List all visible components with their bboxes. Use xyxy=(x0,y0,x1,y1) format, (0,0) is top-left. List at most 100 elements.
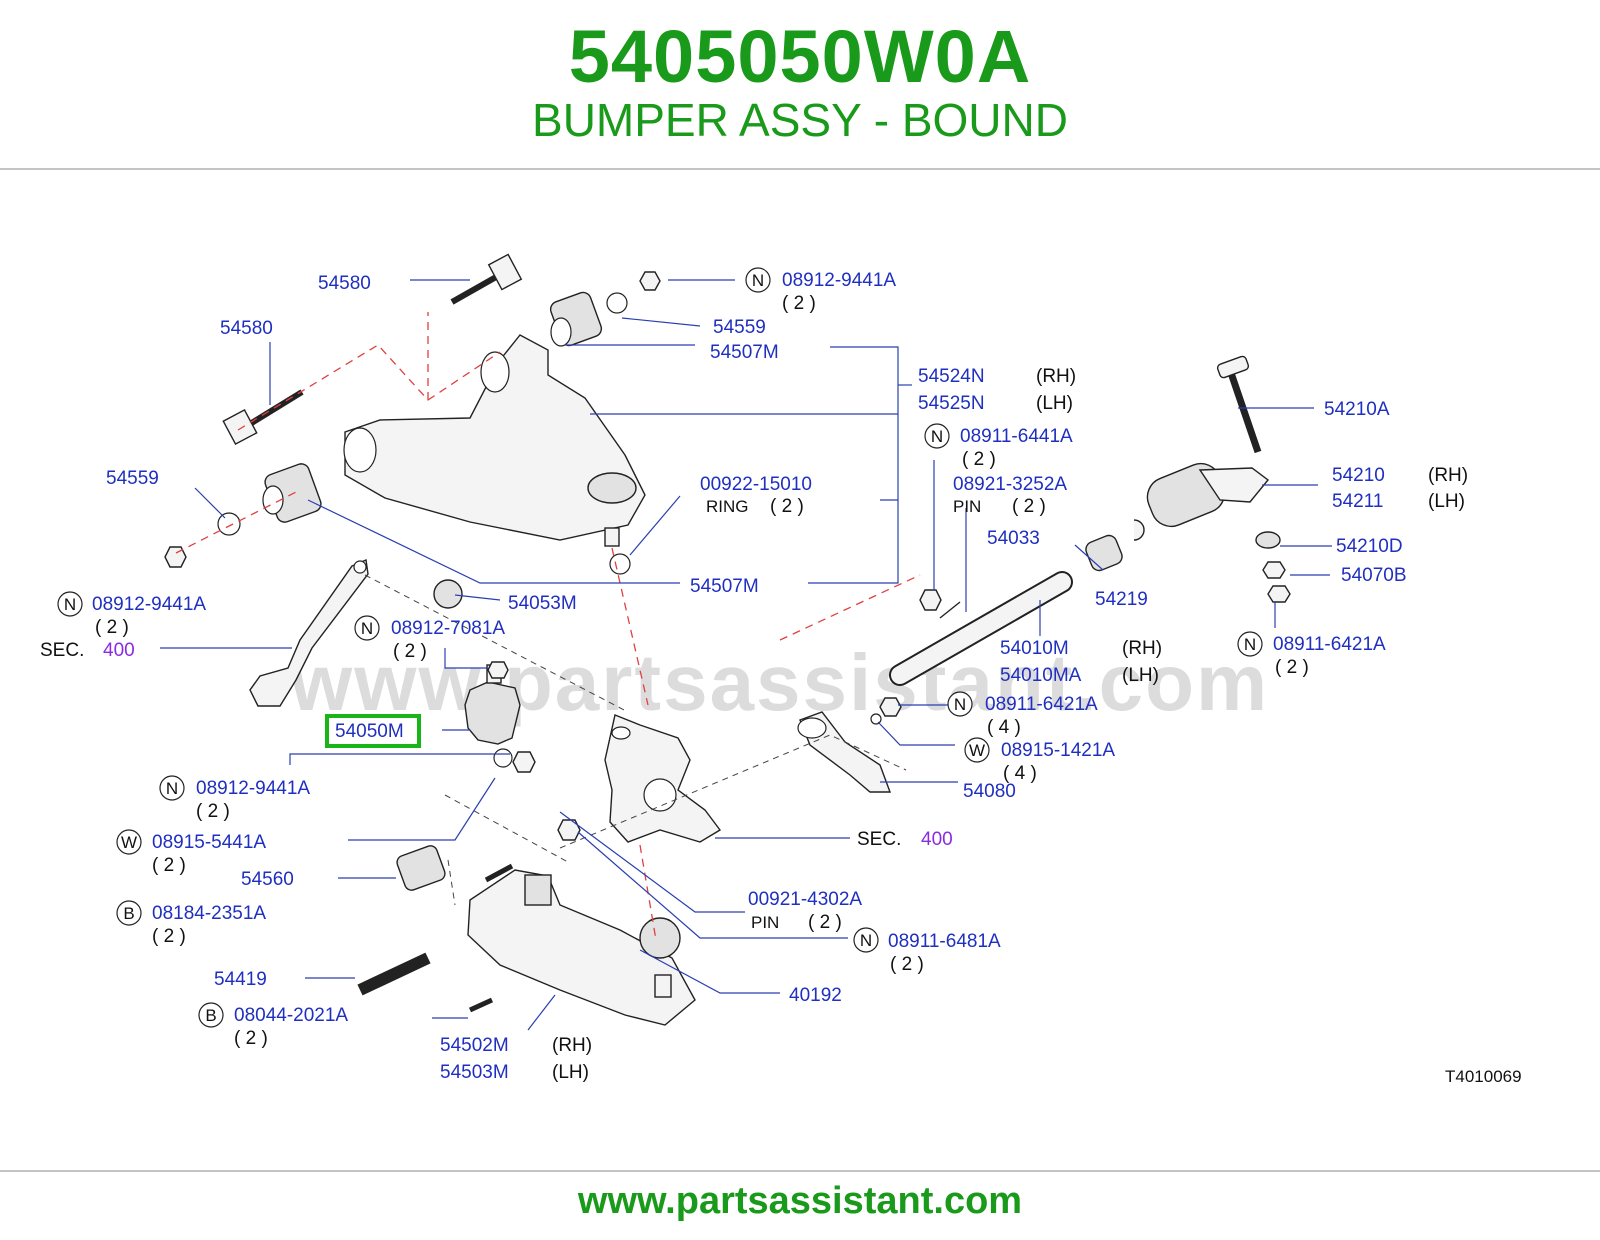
label-54210A[interactable]: 54210A xyxy=(1324,399,1390,420)
lower-washer xyxy=(493,748,513,768)
anchor-bolt-head xyxy=(1216,355,1250,379)
label-54210[interactable]: 54210 xyxy=(1332,465,1385,486)
nut-front xyxy=(164,546,187,568)
label-54050M-selected[interactable]: 54050M xyxy=(335,721,404,742)
sec-number-right[interactable]: 400 xyxy=(921,829,953,850)
label-54080[interactable]: 54080 xyxy=(963,781,1016,802)
label-54010M[interactable]: 54010M xyxy=(1000,638,1069,659)
lower-pivot-shaft-54419 xyxy=(357,952,431,996)
label-54070B[interactable]: 54070B xyxy=(1341,565,1407,586)
nut-08911-6441A xyxy=(919,589,942,611)
prefix-n-4-letter: N xyxy=(361,619,373,638)
label-08911-6481A[interactable]: 08911-6481A xyxy=(888,931,1001,952)
label-54419[interactable]: 54419 xyxy=(214,969,267,990)
label-00921-4302A[interactable]: 00921-4302A xyxy=(748,889,862,910)
label-54053M[interactable]: 54053M xyxy=(508,593,577,614)
prefix-n-2 xyxy=(924,423,950,449)
label-08911-6421A-right[interactable]: 08911-6421A xyxy=(1273,634,1386,655)
label-54580-top[interactable]: 54580 xyxy=(318,273,371,294)
side-54502M: (RH) xyxy=(552,1035,592,1056)
qty-08911-6481A: ( 2 ) xyxy=(890,954,924,975)
label-54559-front[interactable]: 54559 xyxy=(106,468,159,489)
label-08911-6441A[interactable]: 08911-6441A xyxy=(960,426,1073,447)
lower-bolt-08044 xyxy=(468,997,494,1013)
prefix-w-2-letter: W xyxy=(121,833,137,852)
diagram-code: T4010069 xyxy=(1445,1067,1522,1086)
label-08044-2021A[interactable]: 08044-2021A xyxy=(234,1005,348,1026)
label-08911-6421A-center[interactable]: 08911-6421A xyxy=(985,694,1098,715)
prefix-b-1 xyxy=(116,900,142,926)
label-08915-1421A[interactable]: 08915-1421A xyxy=(1001,740,1115,761)
highlight-box-54050M xyxy=(325,714,421,748)
stabilizer-arm xyxy=(249,558,369,707)
anchor-cap-54210D xyxy=(1255,531,1281,549)
label-54219[interactable]: 54219 xyxy=(1095,589,1148,610)
sec-prefix-left: SEC. xyxy=(40,640,84,661)
label-00922-15010[interactable]: 00922-15010 xyxy=(700,474,812,495)
label-54559-rear[interactable]: 54559 xyxy=(713,317,766,338)
prefix-n-7-letter: N xyxy=(166,779,178,798)
part-drawings xyxy=(164,253,1291,1026)
upper-ball-joint xyxy=(587,472,637,504)
lower-nut-08912 xyxy=(512,751,536,773)
part-labels: 54580 08912-9441A ( 2 ) 54559 54580 5450… xyxy=(40,270,1522,1086)
label-08921-3252A[interactable]: 08921-3252A xyxy=(953,474,1067,495)
prefix-n-1 xyxy=(745,267,771,293)
rebound-bumper-54053M xyxy=(433,579,463,609)
stabilizer-arm-eye xyxy=(353,560,367,574)
label-08184-2351A[interactable]: 08184-2351A xyxy=(152,903,266,924)
label-54211[interactable]: 54211 xyxy=(1332,491,1383,512)
label-54033[interactable]: 54033 xyxy=(987,528,1040,549)
lower-bolt-08184 xyxy=(484,863,514,883)
nut-08911-6481A xyxy=(557,819,581,841)
upper-bushing-rear-bore xyxy=(550,317,572,347)
label-54210D[interactable]: 54210D xyxy=(1336,536,1403,557)
bumper-nut xyxy=(487,661,509,679)
torsion-anchor-head xyxy=(1198,467,1270,503)
upper-control-arm xyxy=(344,334,646,541)
label-40192[interactable]: 40192 xyxy=(789,985,842,1006)
nut-rear xyxy=(639,271,661,291)
washer-08915-1421A xyxy=(870,713,882,725)
label-54525N[interactable]: 54525N xyxy=(918,393,985,414)
side-54525N: (LH) xyxy=(1036,393,1073,414)
prefix-w-1-letter: W xyxy=(969,741,985,760)
prefix-w-2 xyxy=(116,829,142,855)
label-08912-9441A-top[interactable]: 08912-9441A xyxy=(782,270,896,291)
label-54010MA[interactable]: 54010MA xyxy=(1000,665,1082,686)
label-54503M[interactable]: 54503M xyxy=(440,1062,509,1083)
label-08912-9441A-left[interactable]: 08912-9441A xyxy=(92,594,206,615)
desc-00921-4302A: PIN xyxy=(751,913,779,932)
label-54560[interactable]: 54560 xyxy=(241,869,294,890)
prefix-n-6-letter: N xyxy=(954,695,966,714)
sec-number-left[interactable]: 400 xyxy=(103,640,135,661)
footer-website-link[interactable]: www.partsassistant.com xyxy=(577,1180,1023,1222)
label-54507M-bottom[interactable]: 54507M xyxy=(690,576,759,597)
side-54210: (RH) xyxy=(1428,465,1468,486)
torque-arm-eye xyxy=(797,717,827,739)
knuckle-hub xyxy=(643,778,677,812)
washer-front xyxy=(217,512,241,536)
snap-ring-54219 xyxy=(1133,519,1145,541)
qty-08915-5441A: ( 2 ) xyxy=(152,855,186,876)
label-08912-7081A[interactable]: 08912-7081A xyxy=(391,618,505,639)
prefix-n-3-letter: N xyxy=(64,595,76,614)
label-54507M-top[interactable]: 54507M xyxy=(710,342,779,363)
label-08915-5441A[interactable]: 08915-5441A xyxy=(152,832,266,853)
prefix-b-1-letter: B xyxy=(123,904,134,923)
dust-cover-54033 xyxy=(1085,534,1123,572)
label-08912-9441A-lower[interactable]: 08912-9441A xyxy=(196,778,310,799)
qty-08921-3252A: ( 2 ) xyxy=(1012,496,1046,517)
nut-08911-6421A-torque xyxy=(879,697,902,717)
label-54524N[interactable]: 54524N xyxy=(918,366,985,387)
qty-08184-2351A: ( 2 ) xyxy=(152,926,186,947)
upper-arm-bushing-eye-front xyxy=(343,427,377,473)
knuckle-upper-eye xyxy=(611,726,631,740)
label-54502M[interactable]: 54502M xyxy=(440,1035,509,1056)
prefix-w-1 xyxy=(964,737,990,763)
watermark: www.partsassistant.com xyxy=(290,638,1270,727)
qty-08911-6441A: ( 2 ) xyxy=(962,449,996,470)
header-divider xyxy=(0,168,1600,170)
label-54580-front[interactable]: 54580 xyxy=(220,318,273,339)
upper-bushing-front-bore xyxy=(262,485,284,515)
